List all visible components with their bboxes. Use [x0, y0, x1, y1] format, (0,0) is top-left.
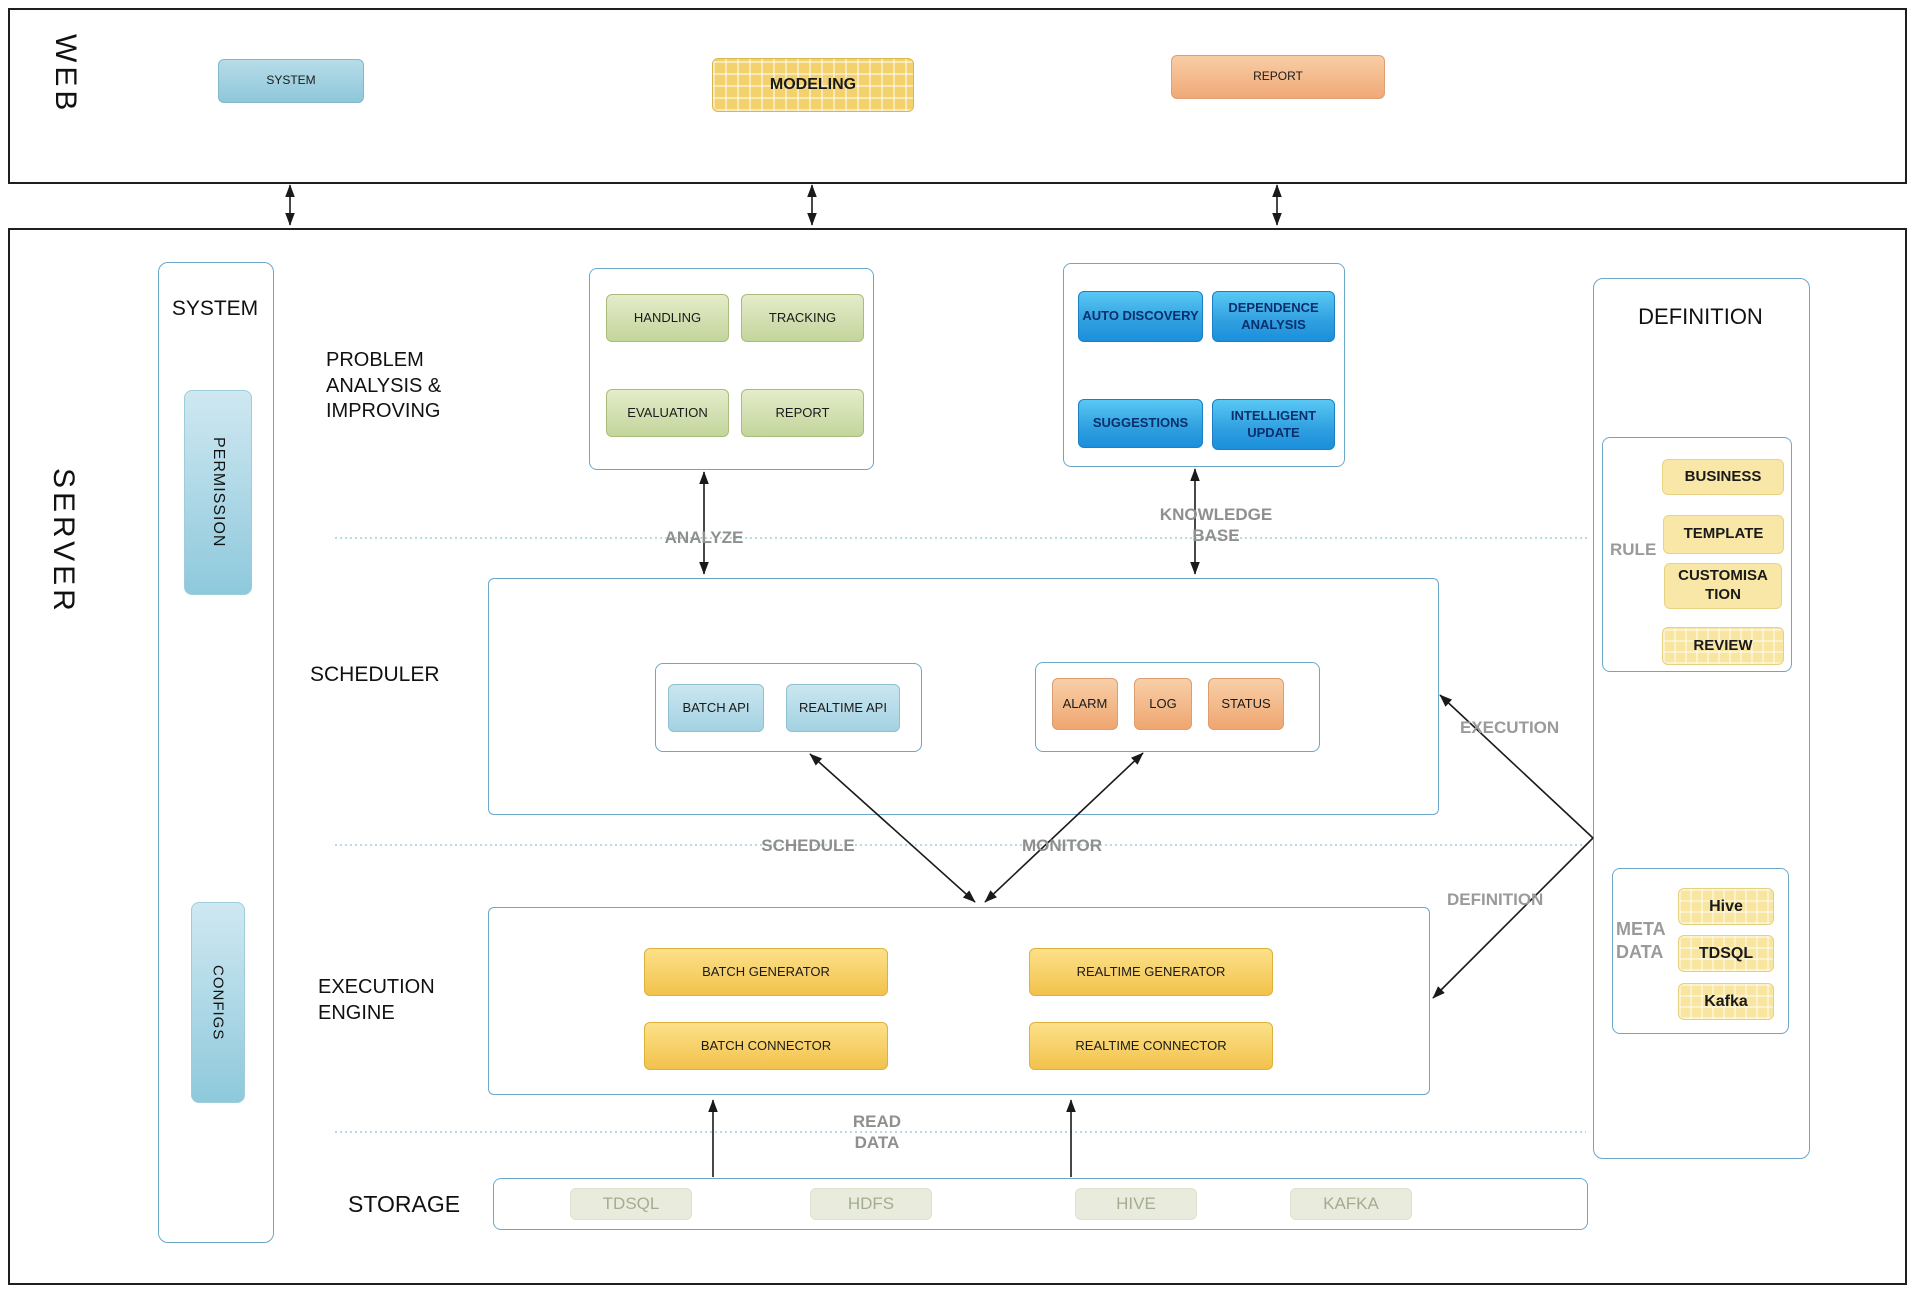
status-box: STATUS — [1208, 678, 1284, 730]
read-data-label: READ DATA — [852, 1112, 902, 1152]
server-label: SERVER — [47, 468, 80, 615]
analyze-label: ANALYZE — [664, 528, 744, 547]
handling-box: HANDLING — [606, 294, 729, 342]
storage-hdfs-box: HDFS — [810, 1188, 932, 1220]
dependence-analysis-box: DEPENDENCE ANALYSIS — [1212, 291, 1335, 342]
rule-business-box: BUSINESS — [1662, 459, 1784, 495]
rule-review-box: REVIEW — [1662, 627, 1784, 665]
problem-report-box: REPORT — [741, 389, 864, 437]
execution-flow-label: EXECUTION — [1460, 718, 1560, 737]
problem-section-title: PROBLEM ANALYSIS & IMPROVING — [326, 349, 442, 423]
batch-generator-box: BATCH GENERATOR — [644, 948, 888, 996]
permission-label: PERMISSION — [210, 437, 227, 548]
tracking-box: TRACKING — [741, 294, 864, 342]
metadata-hive-box: Hive — [1678, 888, 1774, 925]
metadata-label: META DATA — [1616, 919, 1665, 963]
web-label: WEB — [49, 34, 82, 115]
knowledge-base-label: KNOWLEDGE BASE — [1159, 505, 1273, 545]
realtime-connector-box: REALTIME CONNECTOR — [1029, 1022, 1273, 1070]
configs-box: CONFIGS — [191, 902, 245, 1103]
permission-box: PERMISSION — [184, 390, 252, 595]
configs-label: CONFIGS — [209, 964, 227, 1041]
monitor-label: MONITOR — [1022, 836, 1102, 855]
metadata-kafka-box: Kafka — [1678, 983, 1774, 1020]
realtime-generator-box: REALTIME GENERATOR — [1029, 948, 1273, 996]
rule-customisation-label: CUSTOMISATION — [1678, 567, 1768, 603]
system-sidebar-title: SYSTEM — [171, 297, 259, 320]
execution-engine-container — [488, 907, 1430, 1095]
web-modeling-button: MODELING — [712, 58, 914, 112]
storage-kafka-box: KAFKA — [1290, 1188, 1412, 1220]
metadata-tdsql-box: TDSQL — [1678, 935, 1774, 972]
evaluation-box: EVALUATION — [606, 389, 729, 437]
batch-connector-box: BATCH CONNECTOR — [644, 1022, 888, 1070]
schedule-label: SCHEDULE — [761, 836, 855, 855]
rule-template-box: TEMPLATE — [1663, 515, 1784, 554]
storage-title: STORAGE — [348, 1191, 461, 1217]
storage-hive-box: HIVE — [1075, 1188, 1197, 1220]
realtime-api-box: REALTIME API — [786, 684, 900, 732]
storage-tdsql-box: TDSQL — [570, 1188, 692, 1220]
rule-label: RULE — [1610, 540, 1657, 559]
alarm-box: ALARM — [1052, 678, 1118, 730]
rule-customisation-box: CUSTOMISATION — [1664, 563, 1782, 609]
definition-title: DEFINITION — [1638, 304, 1763, 329]
execution-engine-title: EXECUTION ENGINE — [318, 976, 435, 1024]
web-system-button: SYSTEM — [218, 59, 364, 103]
definition-flow-label: DEFINITION — [1447, 890, 1544, 909]
scheduler-title: SCHEDULER — [310, 663, 440, 686]
suggestions-box: SUGGESTIONS — [1078, 399, 1203, 448]
web-report-button: REPORT — [1171, 55, 1385, 99]
auto-discovery-box: AUTO DISCOVERY — [1078, 291, 1203, 342]
log-box: LOG — [1134, 678, 1192, 730]
batch-api-box: BATCH API — [668, 684, 764, 732]
intelligent-update-box: INTELLIGENT UPDATE — [1212, 399, 1335, 450]
